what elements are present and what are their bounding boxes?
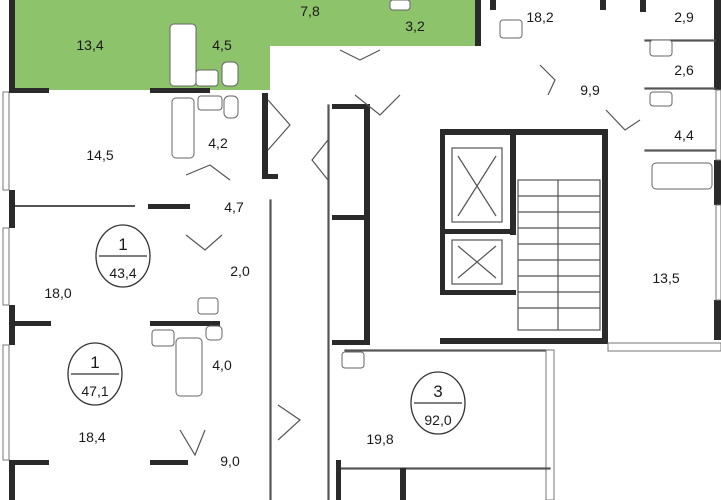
room-area-label: 3,2 xyxy=(405,18,425,34)
room-area-label: 9,9 xyxy=(580,82,600,98)
apartment-total-area: 47,1 xyxy=(81,383,108,399)
room-area-label: 13,5 xyxy=(652,270,679,286)
room-area-label: 18,4 xyxy=(78,429,105,445)
apartment-rooms-count: 1 xyxy=(118,235,127,254)
room-area-label: 2,9 xyxy=(674,9,694,25)
apartment-badge[interactable]: 1 47,1 xyxy=(67,342,123,406)
room-area-label: 18,0 xyxy=(44,285,71,301)
fixtures xyxy=(151,0,713,397)
room-area-label: 4,5 xyxy=(212,37,232,53)
apartment-badge[interactable]: 3 92,0 xyxy=(410,371,466,435)
room-area-label: 14,5 xyxy=(86,147,113,163)
stairs xyxy=(517,179,601,331)
highlighted-apartment[interactable] xyxy=(14,0,475,90)
apartment-badge[interactable]: 1 43,4 xyxy=(95,224,151,288)
highlight-area-right xyxy=(255,0,475,46)
room-area-label: 9,0 xyxy=(220,453,240,469)
room-area-label: 7,8 xyxy=(300,3,320,19)
room-area-label: 4,4 xyxy=(674,127,694,143)
apartment-total-area: 92,0 xyxy=(424,412,451,428)
room-area-label: 13,4 xyxy=(76,37,103,53)
apartment-rooms-count: 3 xyxy=(433,382,442,401)
apartment-rooms-count: 1 xyxy=(90,353,99,372)
room-labels: 13,4 7,8 4,5 3,2 18,2 2,9 2,6 9,9 4,4 14… xyxy=(44,3,694,469)
elevators xyxy=(451,147,503,285)
room-area-label: 19,8 xyxy=(366,431,393,447)
doors xyxy=(179,49,641,457)
room-area-label: 4,0 xyxy=(212,357,232,373)
room-area-label: 18,2 xyxy=(526,9,553,25)
room-area-label: 2,0 xyxy=(230,263,250,279)
room-area-label: 4,2 xyxy=(208,135,228,151)
room-area-label: 4,7 xyxy=(224,199,244,215)
room-area-label: 2,6 xyxy=(674,62,694,78)
apartment-total-area: 43,4 xyxy=(109,265,136,281)
